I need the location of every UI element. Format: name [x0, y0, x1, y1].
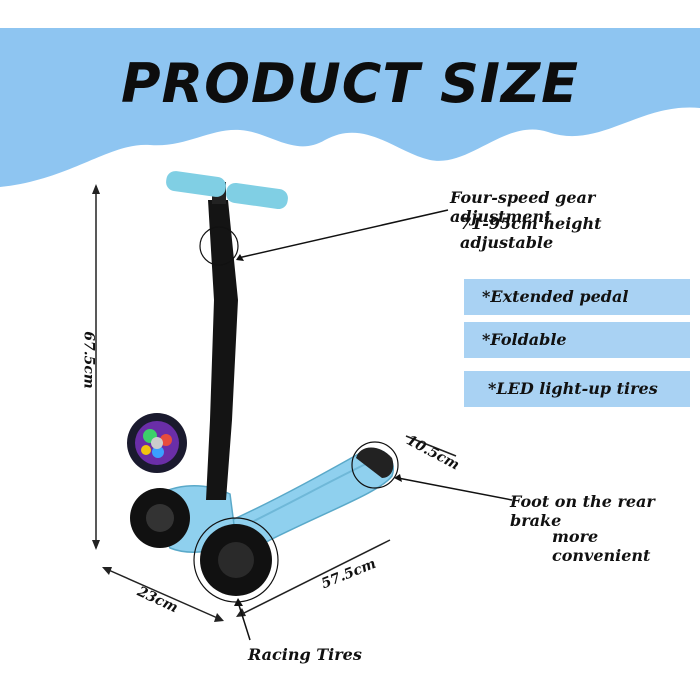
feature-extended-pedal: *Extended pedal	[464, 279, 690, 315]
racing-tires-callout: Racing Tires	[248, 645, 362, 664]
rear-brake-callout-line2: more convenient	[552, 527, 651, 565]
page-title: PRODUCT SIZE	[120, 52, 580, 115]
feature-foldable: *Foldable	[464, 322, 690, 358]
height-adjustable-callout: 71-95cm height adjustable	[460, 214, 602, 252]
banner-background	[0, 28, 700, 187]
feature-led-tires: *LED light-up tires	[464, 371, 690, 407]
gear-adjustment-callout: Four-speed gear adjustment	[450, 188, 596, 226]
rear-brake-callout: Foot on the rear brake	[510, 492, 655, 530]
height-dimension-label: 67.5cm	[80, 331, 97, 389]
